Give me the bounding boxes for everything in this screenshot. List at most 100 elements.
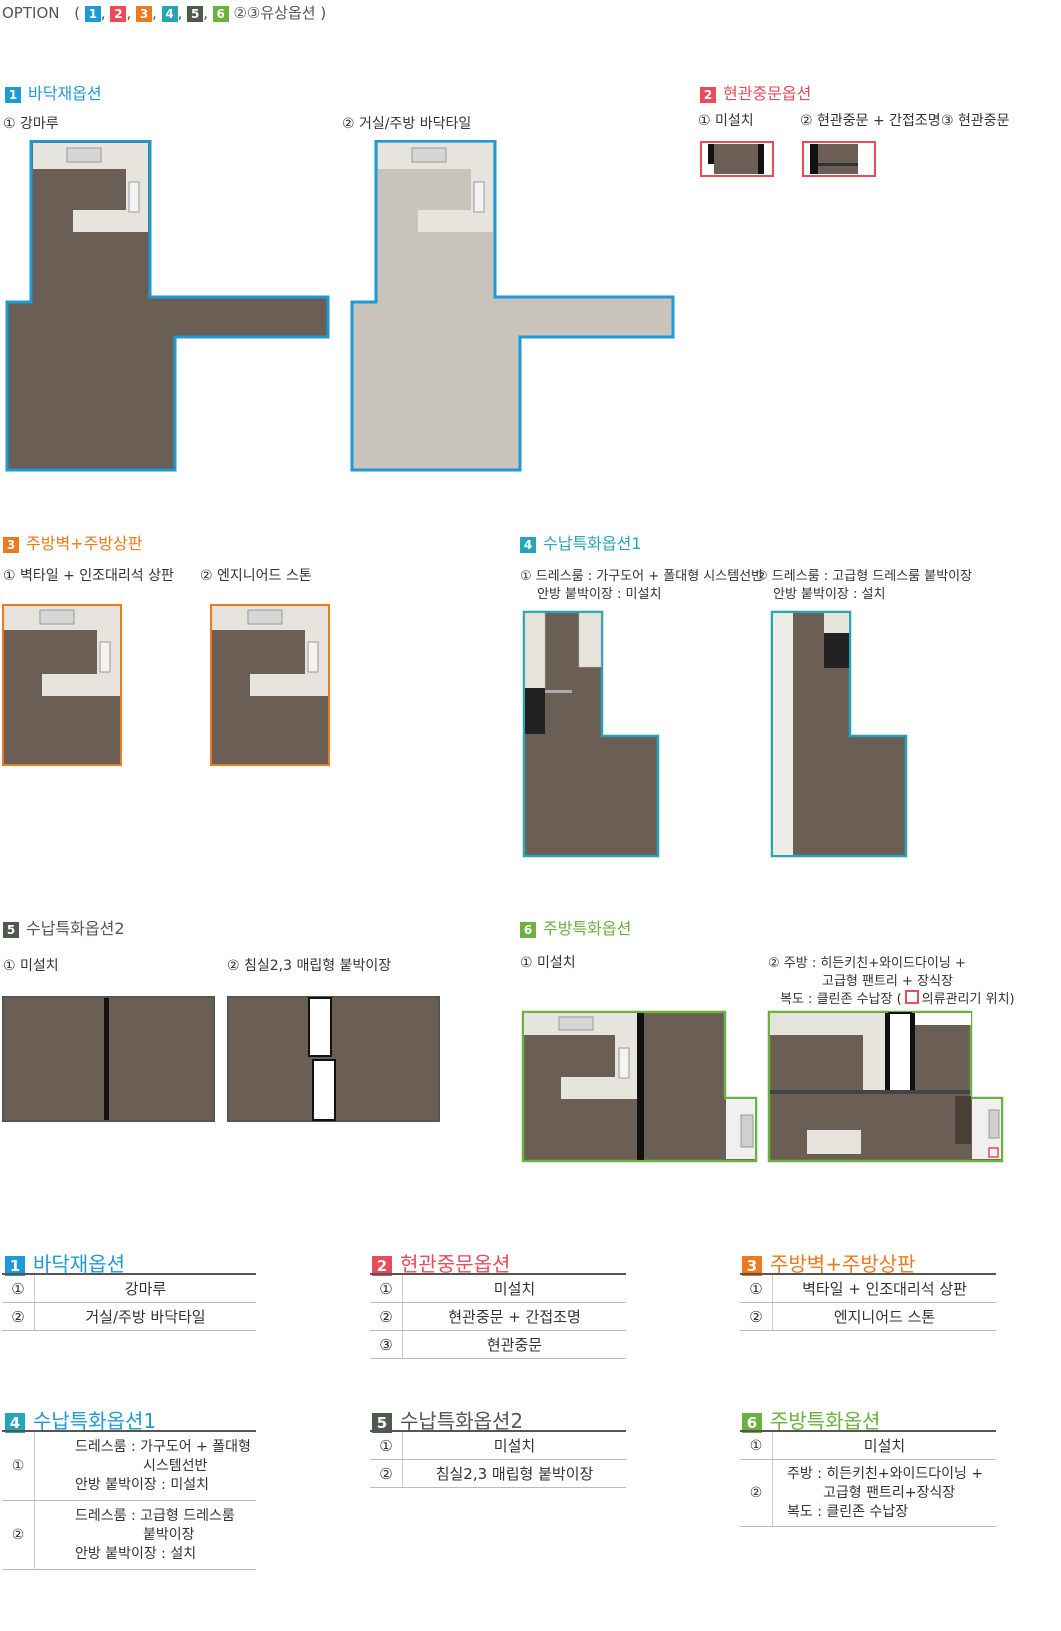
comma: ,: [203, 4, 208, 22]
s5-bedroom-option-1: [2, 996, 215, 1122]
section-3-title: 3 주방벽+주방상판: [3, 530, 142, 554]
section-5-badge: 5: [3, 921, 19, 938]
s5-option-2-label: ② 침실2,3 매립형 붙박이장: [227, 958, 392, 974]
section-6-title-text: 주방특화옵션: [543, 919, 632, 938]
s6-kitchen-option-1: [521, 1010, 758, 1163]
t4-r1-line-3: 안방 붙박이장 : 미설치: [75, 1476, 209, 1493]
s3-kitchen-option-2: [210, 604, 330, 766]
s4-option-1-line-2: 안방 붙박이장 : 미설치: [537, 587, 662, 602]
table-4-title: 4 수납특화옵션1: [5, 1405, 156, 1434]
section-1-title: 1 바닥재옵션: [5, 80, 102, 104]
table-1-title: 1 바닥재옵션: [5, 1248, 125, 1277]
t4-r2-line-2: 붙박이장: [143, 1526, 195, 1543]
open-paren: (: [74, 4, 81, 22]
comma: ,: [177, 4, 183, 22]
table-3-title: 3 주방벽+주방상판: [742, 1248, 916, 1277]
s5-option-1-label: ① 미설치: [3, 958, 59, 974]
table-2-title-text: 현관중문옵션: [400, 1252, 511, 1276]
table-5-title: 5 수납특화옵션2: [372, 1405, 523, 1434]
stove-icon: [128, 181, 140, 213]
table-4-title-text: 수납특화옵션1: [33, 1409, 157, 1433]
s4-dressroom-option-2: [770, 610, 908, 858]
s3-kitchen-option-1: [2, 604, 122, 766]
table-4: ① 드레스룸 : 가구도어 + 폴대형 시스템선반 안방 붙박이장 : 미설치 …: [2, 1430, 256, 1570]
comma: ,: [100, 4, 106, 22]
s2-option-3-label: ③ 현관중문: [941, 113, 1010, 129]
comma: ,: [152, 4, 157, 22]
s1-option-2-label: ② 거실/주방 바닥타일: [342, 116, 472, 132]
t4-r2-line-3: 안방 붙박이장 : 설치: [75, 1545, 197, 1562]
table-row: ② 드레스룸 : 고급형 드레스룸 붙박이장 안방 붙박이장 : 설치: [2, 1500, 256, 1570]
section-4-title-text: 수납특화옵션1: [543, 534, 642, 553]
header-badge-5: 5: [187, 5, 204, 22]
t4-r1-line-1: 드레스룸 : 가구도어 + 폴대형: [75, 1438, 251, 1455]
section-3-badge: 3: [3, 536, 19, 553]
table-2-title: 2 현관중문옵션: [372, 1248, 510, 1277]
header-badge-1: 1: [84, 5, 101, 22]
table-row: ② 주방 : 히든키친+와이드다이닝 + 고급형 팬트리+장식장 복도 : 클린…: [740, 1459, 996, 1527]
table-6-title-text: 주방특화옵션: [770, 1409, 881, 1433]
t6-r2-line-1: 주방 : 히든키친+와이드다이닝 +: [787, 1465, 984, 1482]
s4-dressroom-option-1: [522, 610, 660, 858]
table-5-title-text: 수납특화옵션2: [400, 1409, 524, 1433]
section-1-title-text: 바닥재옵션: [28, 84, 102, 103]
stove-icon: [618, 1047, 630, 1079]
s6-line-3-post: 의류관리기 위치): [921, 992, 1015, 1007]
stove-icon: [473, 181, 485, 213]
s4-option-2-line-2: 안방 붙박이장 : 설치: [773, 587, 886, 602]
table-5-badge: 5: [372, 1412, 392, 1433]
s6-line-3-pre: 복도 : 클린존 수납장 (: [780, 992, 902, 1007]
s6-option-2-line-3: 복도 : 클린존 수납장 ( 의류관리기 위치): [780, 988, 1015, 1007]
s4-option-2-line-1: ② 드레스룸 : 고급형 드레스룸 붙박이장: [756, 569, 973, 584]
section-5-title-text: 수납특화옵션2: [26, 919, 125, 938]
t6-r2-line-3: 복도 : 클린존 수납장: [787, 1503, 909, 1520]
option-header: OPTION ( 1, 2, 3, 4, 5, 6 ②③유상옵션 ): [2, 2, 326, 23]
sink-icon: [39, 609, 75, 625]
sink-icon: [66, 147, 102, 163]
sink-icon: [247, 609, 283, 625]
sink-icon: [411, 147, 447, 163]
header-badge-6: 6: [212, 5, 229, 22]
section-4-badge: 4: [520, 536, 536, 553]
section-1-badge: 1: [5, 86, 21, 103]
table-4-badge: 4: [5, 1412, 25, 1433]
paid-option-note: ②③유상옵션: [233, 4, 316, 22]
kitchen-island: [73, 210, 148, 232]
s1-option-1-label: ① 강마루: [3, 116, 59, 132]
section-4-title: 4 수납특화옵션1: [520, 530, 642, 554]
section-3-title-text: 주방벽+주방상판: [26, 534, 143, 553]
s3-option-1-label: ① 벽타일 + 인조대리석 상판: [3, 568, 174, 584]
table-1-title-text: 바닥재옵션: [33, 1252, 125, 1276]
s3-option-2-label: ② 엔지니어드 스톤: [200, 568, 312, 584]
s6-option-2-line-2: 고급형 팬트리 + 장식장: [822, 974, 953, 989]
t4-r1-line-2: 시스템선반: [143, 1457, 208, 1474]
s1-floorplan-tile: [350, 140, 675, 472]
section-2-title-text: 현관중문옵션: [723, 84, 812, 103]
header-badge-2: 2: [110, 5, 127, 22]
table-1-badge: 1: [5, 1255, 25, 1276]
s5-bedroom-option-2: [227, 996, 440, 1122]
table-2-badge: 2: [372, 1255, 392, 1276]
section-5-title: 5 수납특화옵션2: [3, 915, 125, 939]
table-3-badge: 3: [742, 1255, 762, 1276]
table-3-title-text: 주방벽+주방상판: [770, 1252, 916, 1276]
s2-entrance-none: [700, 141, 774, 177]
laundry-care-marker-icon: [988, 1147, 999, 1158]
stove-icon: [307, 641, 319, 673]
close-paren: ): [320, 4, 327, 22]
